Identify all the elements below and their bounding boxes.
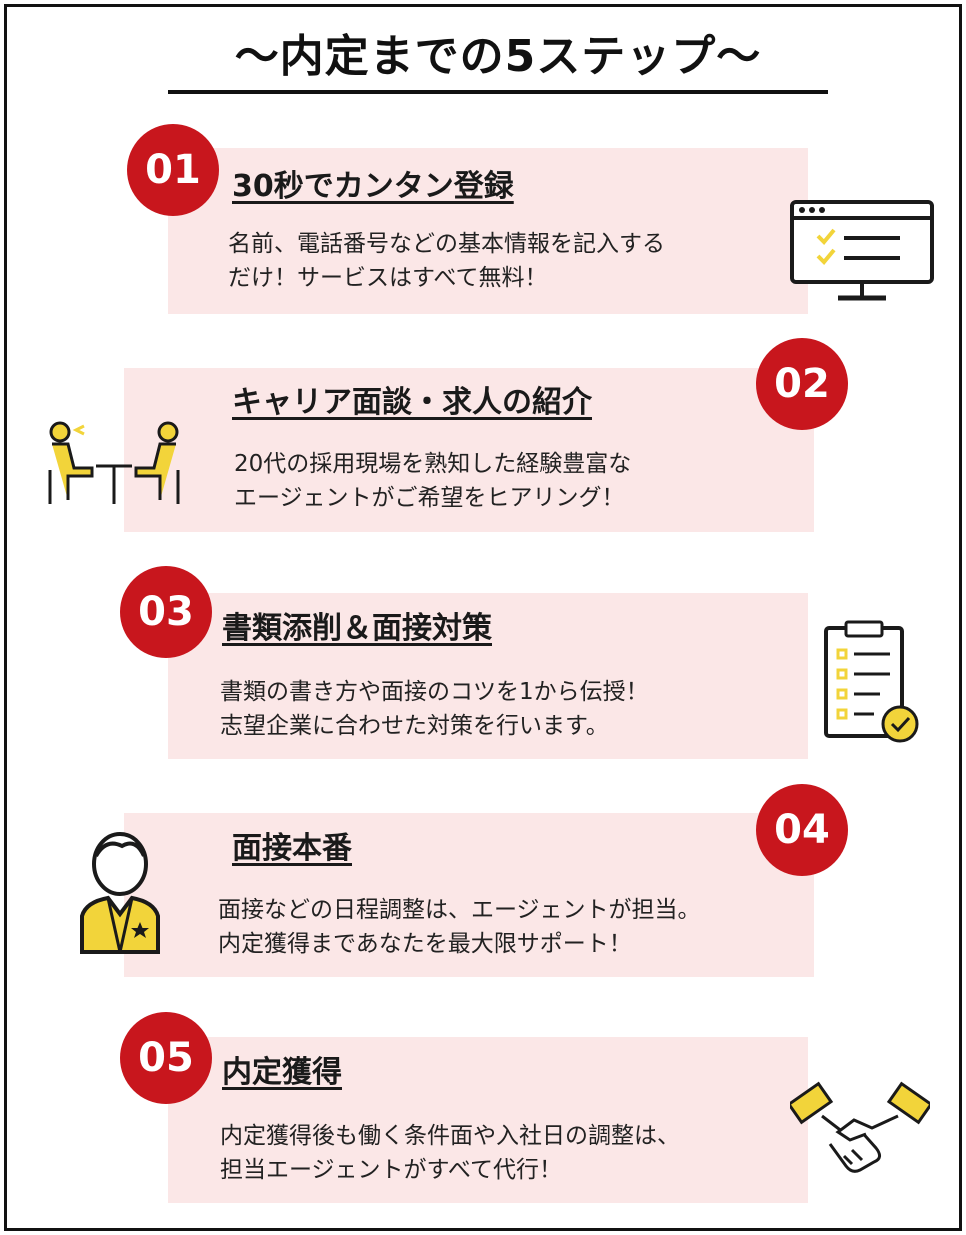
step-desc-5-line-2: 担当エージェントがすべて代行！ [220,1157,563,1183]
step-desc-3-line-2: 志望企業に合わせた対策を行います。 [220,713,609,739]
step-card-2 [124,368,814,532]
step-desc-2-line-1: 20代の採用現場を熟知した経験豊富な [234,451,632,477]
page-title: 〜内定までの5ステップ〜 [234,31,762,82]
interview-people-icon [40,420,190,510]
step-title-1: 30秒でカンタン登録 [232,169,514,204]
step-desc-3-line-1: 書類の書き方や面接のコツを1から伝授！ [220,679,649,705]
title-underline [168,90,828,94]
step-badge-5: 05 [120,1012,212,1104]
step-card-5 [168,1037,808,1203]
businessperson-icon [78,828,162,956]
step-desc-5-line-1: 内定獲得後も働く条件面や入社日の調整は、 [220,1123,680,1149]
step-card-4 [124,813,814,977]
step-badge-3: 03 [120,566,212,658]
monitor-checklist-icon [788,196,938,308]
step-badge-4: 04 [756,784,848,876]
clipboard-check-icon [820,618,924,748]
step-card-1 [168,148,808,314]
step-title-5: 内定獲得 [222,1055,342,1090]
step-desc-4-line-1: 面接などの日程調整は、エージェントが担当。 [218,897,701,923]
step-badge-2: 02 [756,338,848,430]
step-title-3: 書類添削＆面接対策 [222,611,492,646]
step-title-2: キャリア面談・求人の紹介 [232,385,592,420]
step-desc-1-line-1: 名前、電話番号などの基本情報を記入する [228,231,665,257]
step-desc-1-line-2: だけ！サービスはすべて無料！ [228,265,548,291]
step-title-4: 面接本番 [232,831,352,866]
handshake-icon [786,1070,934,1180]
step-badge-1: 01 [127,124,219,216]
step-desc-2-line-2: エージェントがご希望をヒアリング！ [234,485,625,511]
step-card-3 [168,593,808,759]
step-desc-4-line-2: 内定獲得まであなたを最大限サポート！ [218,931,632,957]
